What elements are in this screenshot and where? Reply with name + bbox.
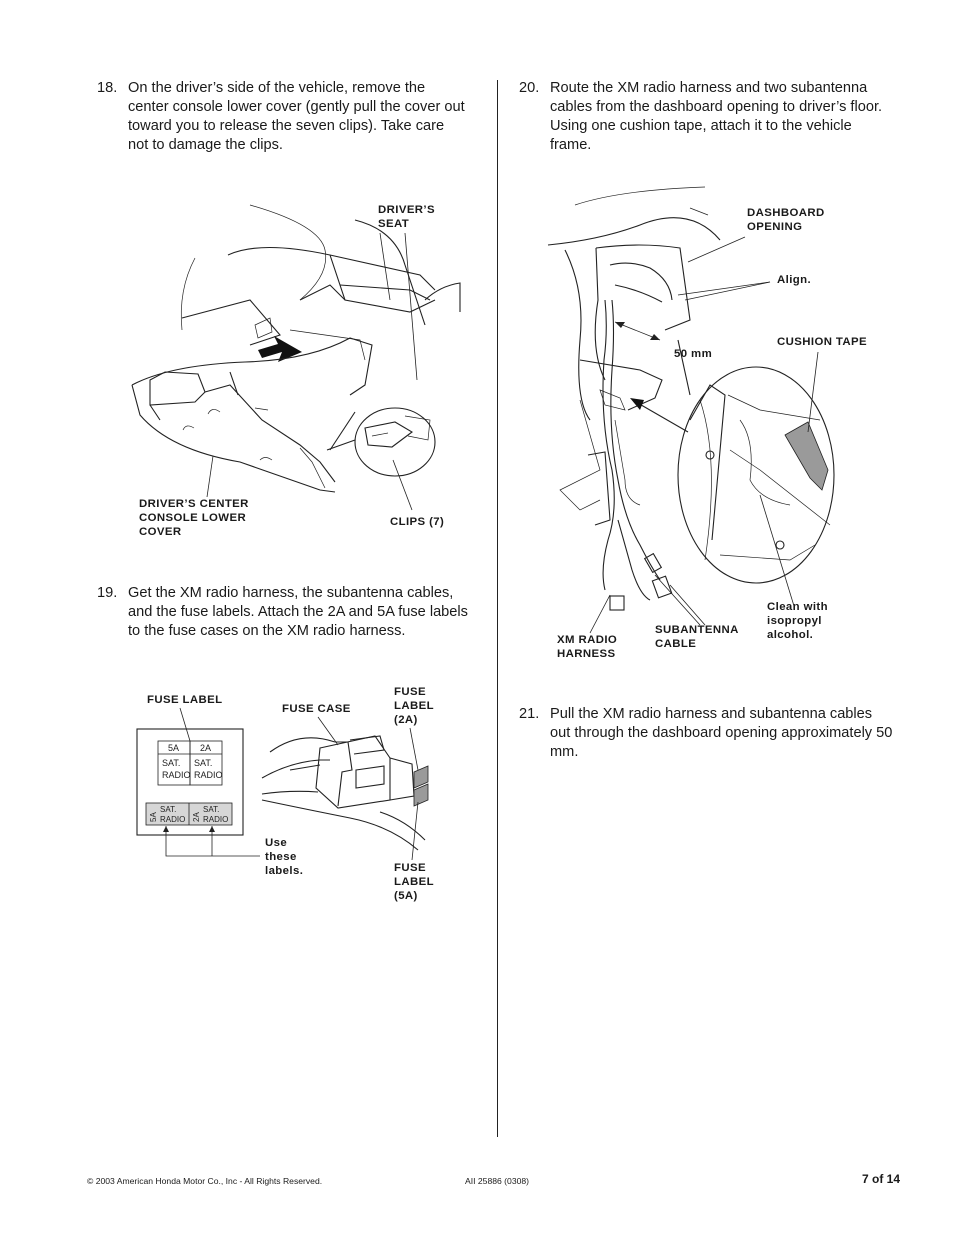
step-number: 21. bbox=[519, 706, 540, 722]
column-divider bbox=[497, 80, 498, 1137]
label-align: Align. bbox=[777, 274, 812, 286]
tab-5a: 5A bbox=[149, 812, 158, 822]
sat-left: SAT. bbox=[162, 758, 180, 768]
label-fuse-label-5a: FUSE LABEL (5A) bbox=[394, 862, 434, 902]
sat-right: SAT. bbox=[194, 758, 212, 768]
label-console-cover: DRIVER’S CENTER CONSOLE LOWER COVER bbox=[139, 498, 249, 538]
step-number: 19. bbox=[97, 585, 118, 601]
label-fuse-label-2a: FUSE LABEL (2A) bbox=[394, 686, 434, 726]
label-fuse-label: FUSE LABEL bbox=[147, 694, 223, 706]
label-xm-harness: XM RADIO HARNESS bbox=[557, 634, 618, 660]
step-number: 18. bbox=[97, 80, 118, 96]
step-text: Get the XM radio harness, the subantenna… bbox=[128, 585, 468, 639]
step-text: On the driver’s side of the vehicle, rem… bbox=[128, 80, 465, 153]
amp-2a: 2A bbox=[200, 743, 211, 753]
radio-left: RADIO bbox=[162, 770, 191, 780]
tab-sat-left: SAT. bbox=[160, 805, 176, 814]
label-cushion-tape: CUSHION TAPE bbox=[777, 336, 868, 348]
tab-2a: 2A bbox=[192, 812, 201, 822]
footer-doc-id: AII 25886 (0308) bbox=[465, 1176, 530, 1186]
label-clips: CLIPS (7) bbox=[390, 516, 445, 528]
label-drivers-seat: DRIVER’S SEAT bbox=[378, 204, 435, 230]
step-text: Pull the XM radio harness and subantenna… bbox=[550, 706, 893, 760]
radio-right: RADIO bbox=[194, 770, 223, 780]
label-dashboard-opening: DASHBOARD OPENING bbox=[747, 207, 825, 233]
label-subantenna-cable: SUBANTENNA CABLE bbox=[655, 624, 739, 650]
tab-radio-left: RADIO bbox=[160, 815, 185, 824]
step-text: Route the XM radio harness and two suban… bbox=[550, 80, 883, 153]
label-fuse-case: FUSE CASE bbox=[282, 703, 351, 715]
amp-5a: 5A bbox=[168, 743, 179, 753]
tab-radio-right: RADIO bbox=[203, 815, 228, 824]
step-number: 20. bbox=[519, 80, 540, 96]
tab-sat-right: SAT. bbox=[203, 805, 219, 814]
label-use-these: Use these labels. bbox=[265, 837, 304, 877]
label-clean-alcohol: Clean with isopropyl alcohol. bbox=[767, 601, 828, 641]
label-50mm: 50 mm bbox=[674, 348, 713, 360]
footer-copyright: © 2003 American Honda Motor Co., Inc - A… bbox=[87, 1176, 323, 1186]
page-number: 7 of 14 bbox=[862, 1172, 901, 1186]
